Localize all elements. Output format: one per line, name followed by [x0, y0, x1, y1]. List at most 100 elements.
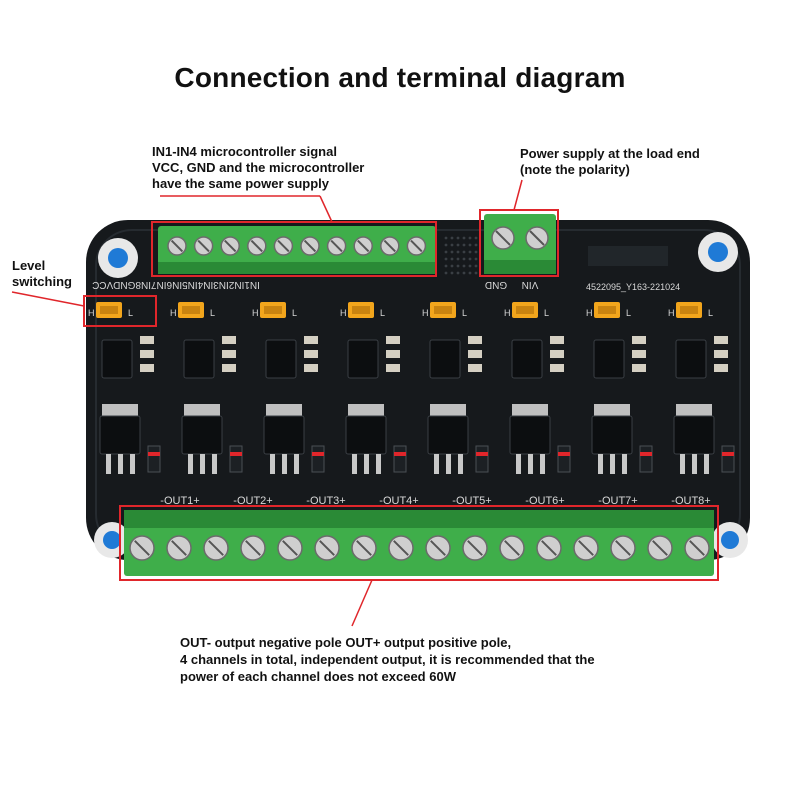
vent-dot	[456, 257, 460, 261]
vent-dot	[450, 250, 454, 254]
vent-dot	[474, 264, 478, 268]
diode-band	[476, 452, 488, 456]
terminal-screw	[610, 535, 636, 561]
vent-dot	[444, 264, 448, 268]
smd-resistor	[550, 364, 564, 372]
vent-dot	[474, 257, 478, 261]
jumper-cap	[434, 306, 452, 314]
mosfet-pin	[270, 454, 275, 474]
level-callout-box	[83, 295, 157, 327]
mosfet-pin	[680, 454, 685, 474]
smd-resistor	[632, 364, 646, 372]
mosfet-tab	[594, 404, 630, 416]
mosfet-body	[181, 415, 223, 455]
output-label: -OUT5+	[452, 495, 491, 507]
vent-dot	[450, 243, 454, 247]
gnd-silkscreen: GND	[485, 279, 507, 290]
input-terminal-block	[158, 226, 436, 274]
mosfet-pin	[516, 454, 521, 474]
mosfet-pin	[704, 454, 709, 474]
mosfet-tab	[102, 404, 138, 416]
mosfet-pin	[610, 454, 615, 474]
jumper-l-label: L	[708, 308, 713, 318]
mosfet-tab	[348, 404, 384, 416]
jumper-h-label: H	[422, 308, 429, 318]
output-label: -OUT7+	[598, 495, 637, 507]
level-callout-line	[11, 291, 85, 307]
power-supply-note: Power supply at the load end (note the p…	[520, 146, 700, 178]
vin-silkscreen: VIN	[522, 279, 539, 290]
ventilation-dots	[444, 236, 478, 275]
diode-band	[640, 452, 652, 456]
power-callout-pointer	[513, 179, 523, 211]
input-callout-pointer	[319, 195, 333, 223]
terminal-screw	[203, 535, 229, 561]
note-line: IN1-IN4 microcontroller signal	[152, 144, 337, 159]
note-line: have the same power supply	[152, 176, 330, 191]
smd-resistor	[222, 364, 236, 372]
vent-dot	[474, 243, 478, 247]
jumper-cap	[264, 306, 282, 314]
vent-dot	[444, 271, 448, 275]
diode	[229, 445, 243, 473]
terminal-screw	[462, 535, 488, 561]
output-label: -OUT3+	[306, 495, 345, 507]
smd-resistor	[468, 350, 482, 358]
optocoupler-chip	[183, 339, 215, 379]
mosfet-pin	[376, 454, 381, 474]
note-line: power of each channel does not exceed 60…	[180, 669, 456, 684]
mosfet-pin	[598, 454, 603, 474]
optocoupler-chip	[347, 339, 379, 379]
smd-resistor	[304, 364, 318, 372]
terminal-screw	[647, 535, 673, 561]
mosfet-pin	[446, 454, 451, 474]
mount-hole-top-right	[698, 232, 738, 272]
output-labels: -OUT1+-OUT2+-OUT3+-OUT4+-OUT5+-OUT6+-OUT…	[160, 495, 710, 507]
vent-dot	[444, 250, 448, 254]
terminal-screw	[388, 535, 414, 561]
output-label: -OUT2+	[233, 495, 272, 507]
vent-dot	[462, 264, 466, 268]
diagram-title: Connection and terminal diagram	[174, 62, 626, 93]
smd-resistor	[304, 336, 318, 344]
mosfet-pin	[282, 454, 287, 474]
optocoupler-chip	[593, 339, 625, 379]
terminal-screw	[220, 236, 240, 256]
mosfet-pin	[458, 454, 463, 474]
jumper-l-label: L	[462, 308, 467, 318]
vent-dot	[444, 236, 448, 240]
jumper-cap	[516, 306, 534, 314]
mosfet-body	[345, 415, 387, 455]
output-note: OUT- output negative pole OUT+ output po…	[180, 634, 595, 685]
note-line: (note the polarity)	[520, 162, 630, 177]
note-line: OUT- output negative pole OUT+ output po…	[180, 635, 512, 650]
jumper-cap	[352, 306, 370, 314]
terminal-screw	[425, 535, 451, 561]
terminal-screw	[684, 535, 710, 561]
jumper-h-label: H	[340, 308, 347, 318]
jumper-h-label: H	[586, 308, 593, 318]
mosfet-pin	[434, 454, 439, 474]
terminal-screw	[499, 535, 525, 561]
terminal-screw	[247, 236, 267, 256]
jumper-l-label: L	[380, 308, 385, 318]
terminal-screw	[351, 535, 377, 561]
smd-resistor	[714, 364, 728, 372]
mount-hole-bottom-right	[712, 522, 748, 558]
mosfet-pin	[118, 454, 123, 474]
optocoupler-chip	[675, 339, 707, 379]
jumper-h-label: H	[668, 308, 675, 318]
terminal-screw	[273, 236, 294, 256]
terminal-screw	[326, 236, 347, 256]
jumper-l-label: L	[544, 308, 549, 318]
mosfet-pin	[200, 454, 205, 474]
smd-resistor	[632, 336, 646, 344]
smd-resistor	[140, 350, 154, 358]
vent-dot	[450, 236, 454, 240]
jumper-cap	[100, 306, 118, 314]
